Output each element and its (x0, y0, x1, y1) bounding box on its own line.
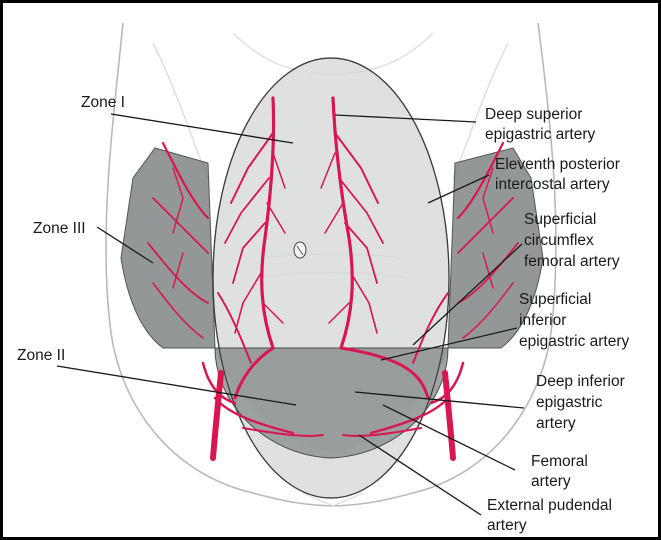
svg-text:circumflex: circumflex (524, 232, 594, 249)
svg-text:epigastric: epigastric (536, 394, 603, 411)
svg-text:intercostal artery: intercostal artery (495, 176, 610, 193)
label-femoral-artery: Femoral artery (531, 453, 588, 490)
svg-text:epigastric artery: epigastric artery (519, 333, 630, 350)
umbilicus (294, 242, 306, 258)
label-zone-iii: Zone III (33, 220, 86, 237)
svg-text:Femoral: Femoral (531, 453, 588, 470)
svg-text:Superficial: Superficial (519, 291, 591, 308)
svg-text:epigastric artery: epigastric artery (485, 126, 596, 143)
label-zone-i: Zone I (81, 94, 125, 111)
svg-text:artery: artery (531, 473, 571, 490)
label-superficial-circumflex-femoral-artery: Superficial circumflex femoral artery (524, 211, 620, 270)
svg-text:femoral artery: femoral artery (524, 253, 620, 270)
svg-text:inferior: inferior (519, 312, 566, 329)
label-deep-superior-epigastric-artery: Deep superior epigastric artery (485, 106, 596, 143)
svg-text:Eleventh posterior: Eleventh posterior (495, 156, 620, 173)
svg-text:Deep superior: Deep superior (485, 106, 582, 123)
svg-text:Superficial: Superficial (524, 211, 596, 228)
svg-text:External pudendal: External pudendal (487, 497, 612, 514)
label-deep-inferior-epigastric-artery: Deep inferior epigastric artery (536, 373, 625, 432)
label-external-pudendal-artery: External pudendal artery (487, 497, 612, 534)
svg-text:artery: artery (487, 517, 527, 534)
zone-iii-left (121, 148, 215, 348)
zone-ii-region (215, 348, 448, 458)
svg-text:Deep inferior: Deep inferior (536, 373, 625, 390)
abdominal-zones-diagram: Zone I Zone III Zone II Deep superior ep… (3, 3, 658, 537)
label-superficial-inferior-epigastric-artery: Superficial inferior epigastric artery (519, 291, 630, 350)
label-zone-ii: Zone II (17, 347, 65, 364)
svg-text:artery: artery (536, 415, 576, 432)
